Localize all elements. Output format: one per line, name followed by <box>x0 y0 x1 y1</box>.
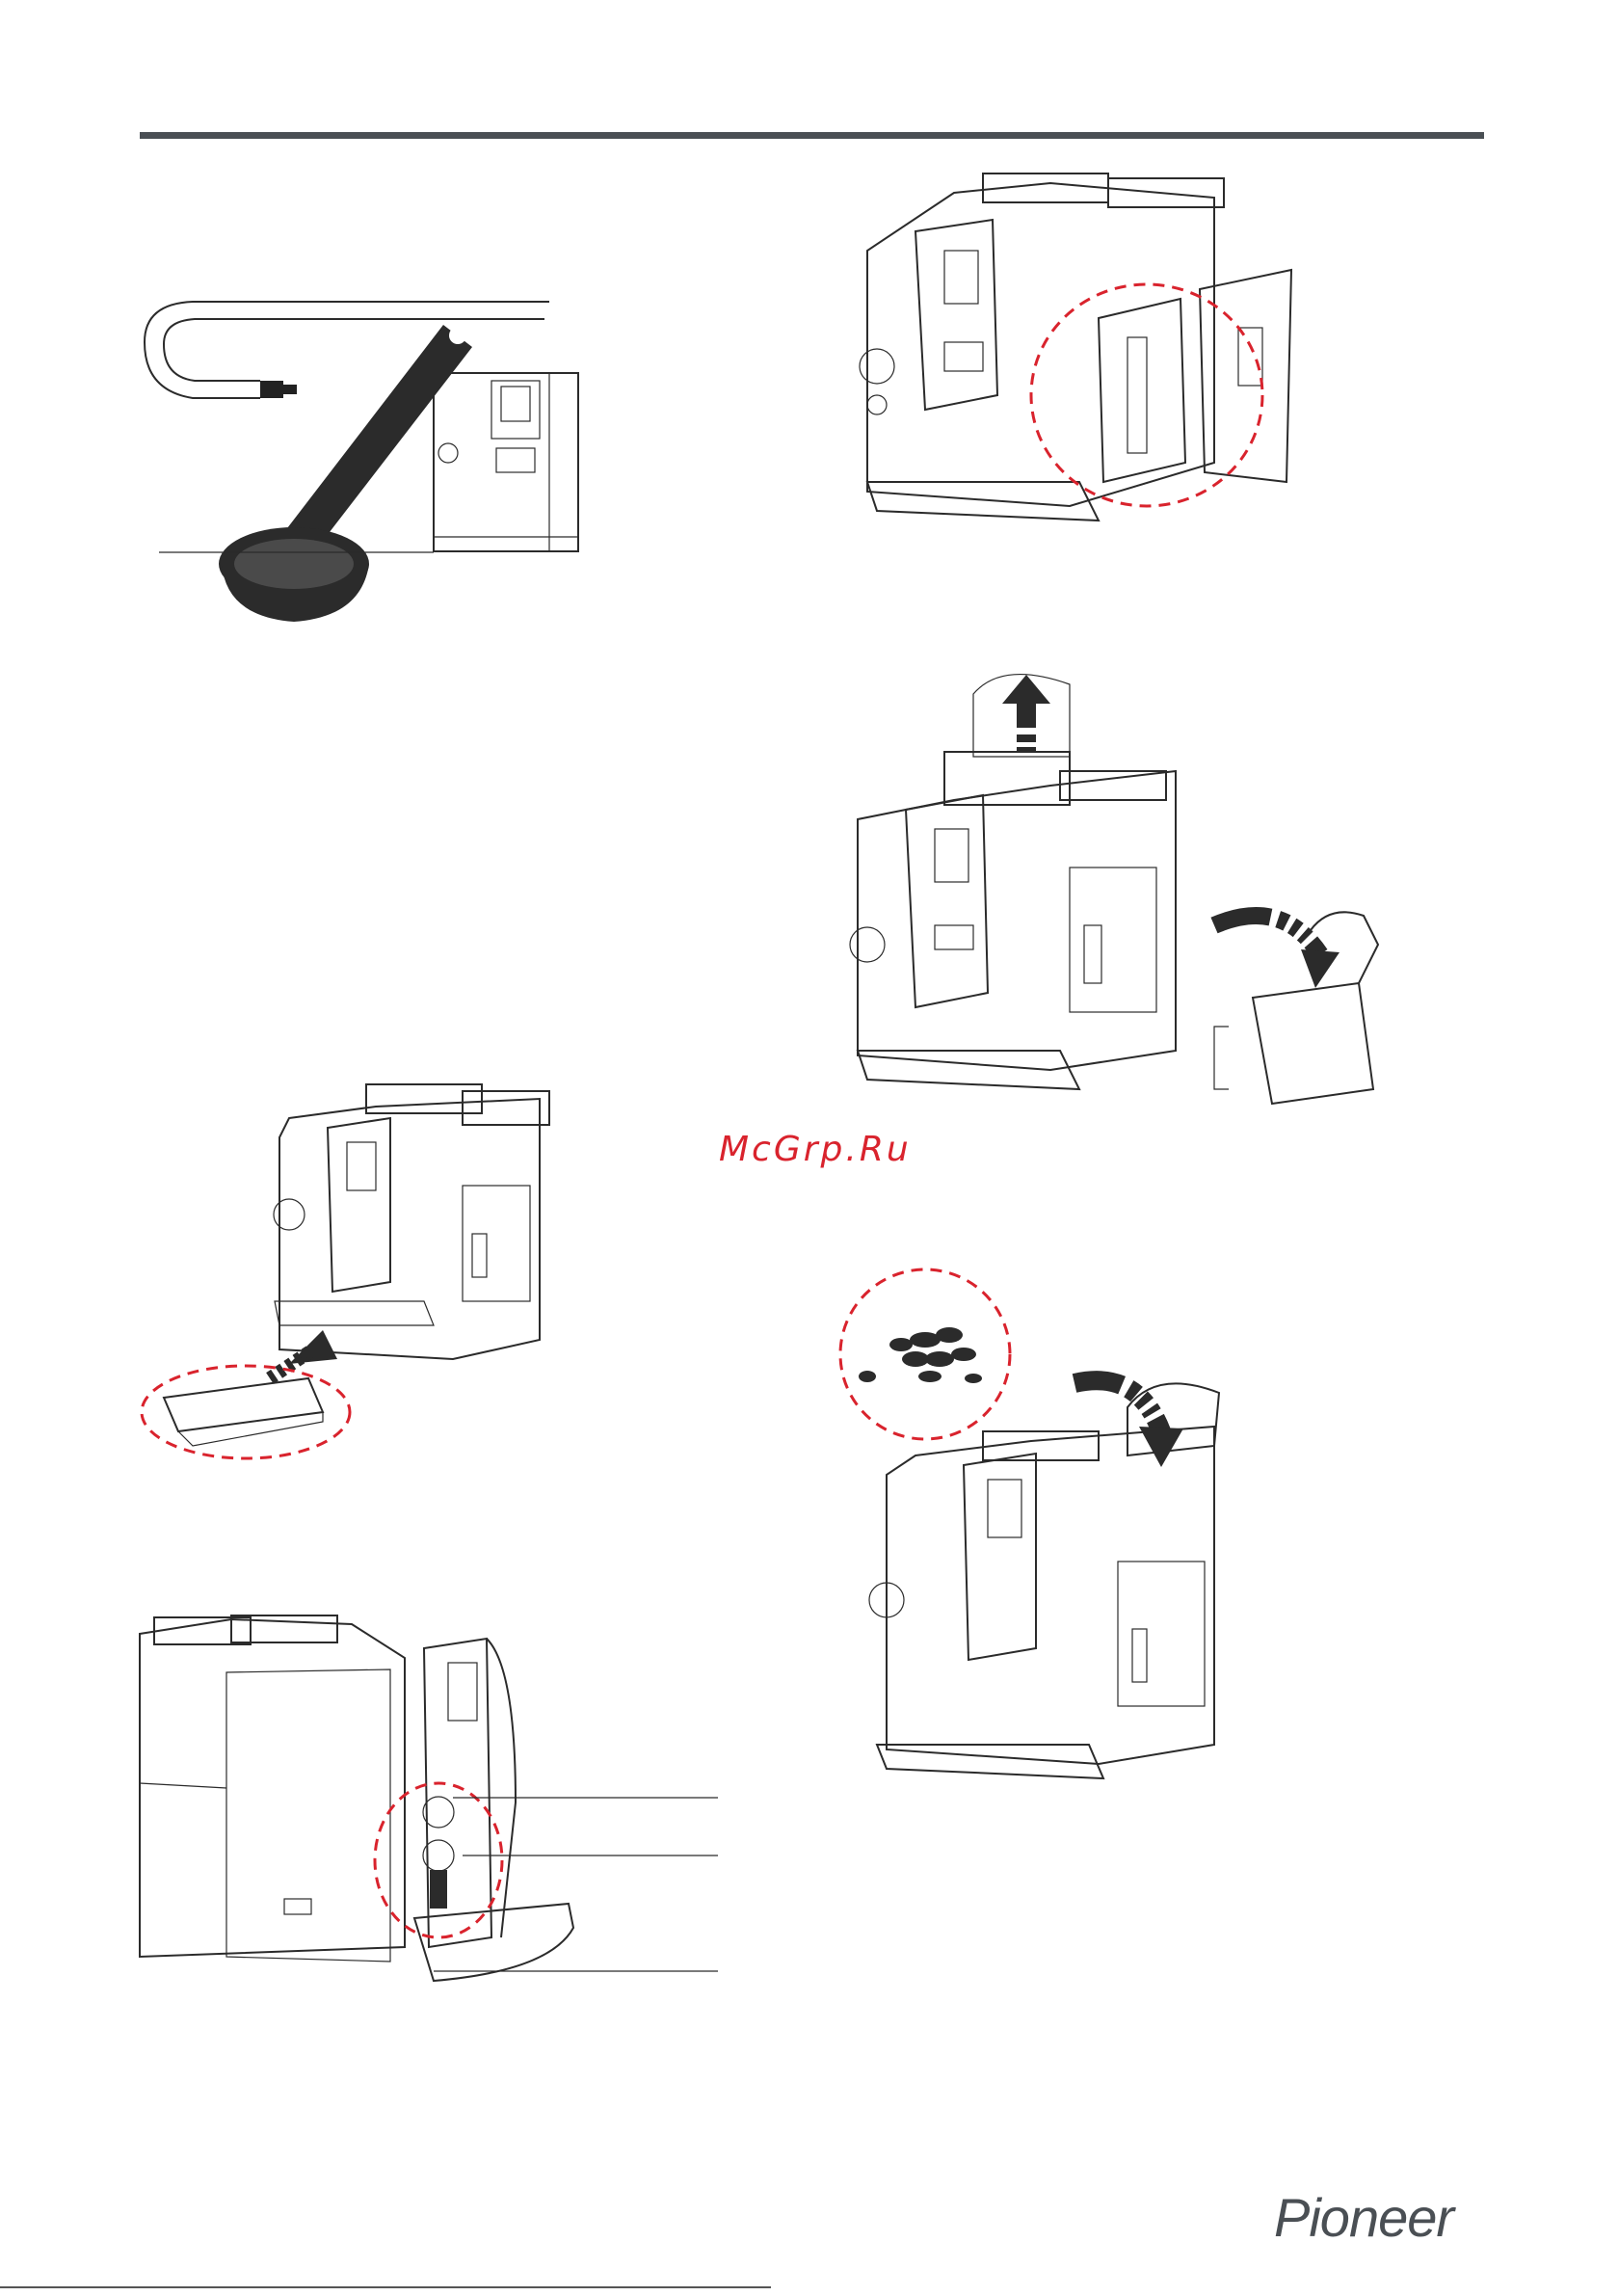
water-tank-illustration <box>838 665 1397 1108</box>
steam-nozzle-illustration <box>135 1610 732 1995</box>
watermark-text: McGrp.Ru <box>719 1130 912 1169</box>
brand-logo: Pioneer <box>1274 2186 1453 2249</box>
drip-tray-illustration <box>135 1070 578 1475</box>
side-door-illustration <box>848 174 1349 540</box>
water-tank-icon <box>1214 912 1378 1104</box>
footer-divider <box>0 2286 771 2288</box>
header-divider <box>140 132 1484 139</box>
drip-tray-icon <box>164 1378 323 1446</box>
brew-unit-icon <box>1099 270 1291 482</box>
coffee-machine-icon <box>434 373 578 551</box>
coffee-machine-icon <box>850 752 1176 1089</box>
highlight-circle <box>375 1783 502 1937</box>
coffee-machine-icon <box>274 1084 549 1359</box>
coffee-beans-icon <box>859 1327 982 1383</box>
coffee-bean-illustration <box>829 1263 1272 1802</box>
measuring-spoon-illustration <box>135 284 597 631</box>
